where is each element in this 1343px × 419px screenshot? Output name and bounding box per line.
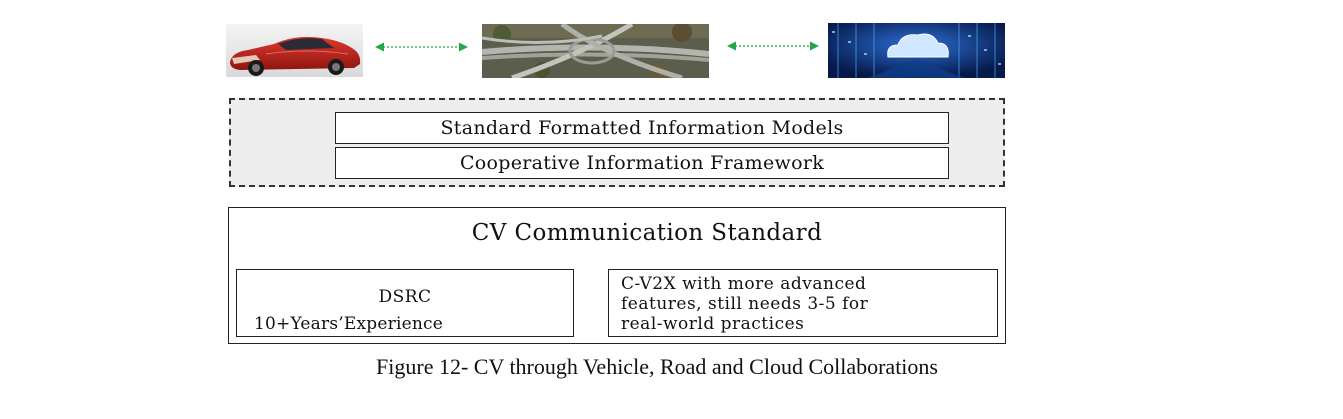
dsrc-title: DSRC [378, 287, 432, 307]
road-image [482, 24, 709, 78]
information-models-box: Standard Formatted Information Models [335, 112, 949, 144]
cv2x-line: C-V2X with more advanced [621, 274, 867, 294]
information-framework-box: Cooperative Information Framework [335, 147, 949, 179]
information-layer: Standard Formatted Information Models Co… [229, 98, 1005, 187]
road-cloud-arrow [727, 40, 819, 52]
cv2x-line: real-world practices [621, 314, 805, 334]
cv2x-line: features, still needs 3-5 for [621, 294, 869, 314]
communication-standard-title: CV Communication Standard [471, 220, 823, 246]
vehicle-road-arrow [375, 41, 468, 53]
dsrc-experience: 10+Years’Experience [254, 314, 443, 334]
cv2x-box: C-V2X with more advanced features, still… [608, 269, 998, 337]
figure-caption: Figure 12- CV through Vehicle, Road and … [376, 354, 938, 379]
dsrc-box: DSRC 10+Years’Experience [236, 269, 574, 337]
communication-standard-layer: CV Communication Standard DSRC 10+Years’… [228, 207, 1006, 344]
vehicle-image [226, 24, 363, 77]
cv2x-description: C-V2X with more advanced features, still… [621, 274, 868, 334]
cloud-image [828, 23, 1005, 78]
